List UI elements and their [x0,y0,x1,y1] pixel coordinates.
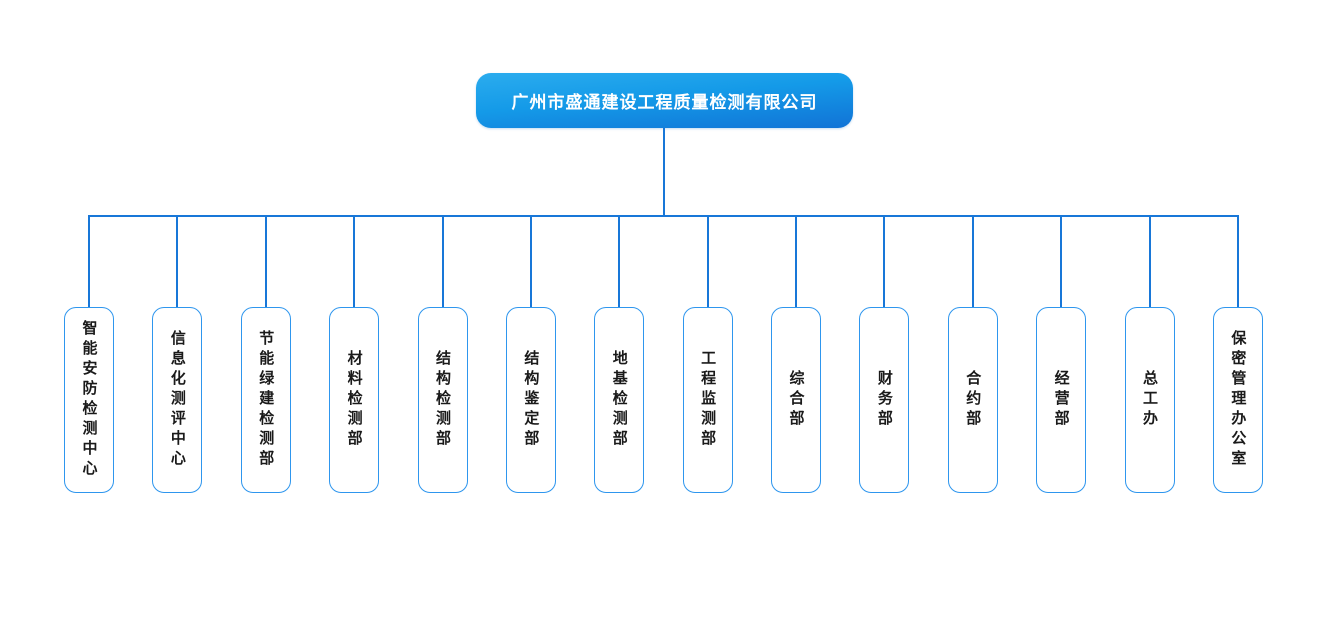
department-node: 合约部 [947,307,998,493]
connector-vertical-line [795,215,797,307]
connector-vertical-line [264,215,267,307]
department-name: 信息化测评中心 [168,330,186,470]
department-name: 智能安防检测中心 [80,320,98,480]
department-node: 结构检测部 [417,307,468,493]
department-name: 地基检测部 [610,350,628,450]
department-node: 节能绿建检测部 [240,307,291,493]
root-connector-line [663,128,665,215]
department-column: 结构鉴定部 [505,215,556,493]
department-node: 工程监测部 [682,307,733,493]
department-name: 合约部 [964,370,982,430]
department-column: 合约部 [947,215,998,493]
department-name: 材料检测部 [345,350,363,450]
department-column: 地基检测部 [594,215,645,493]
connector-vertical-line [1236,215,1239,307]
department-name: 保密管理办公室 [1229,330,1247,470]
department-column: 财务部 [859,215,910,493]
department-column: 保密管理办公室 [1212,215,1263,493]
department-node: 总工办 [1124,307,1175,493]
department-name: 结构鉴定部 [522,350,540,450]
connector-vertical-line [883,215,886,307]
department-node: 保密管理办公室 [1212,307,1263,493]
connector-vertical-line [618,215,621,307]
connector-vertical-line [88,215,90,307]
department-column: 工程监测部 [682,215,733,493]
department-name: 总工办 [1141,370,1158,430]
connector-vertical-line [1060,215,1063,307]
department-column: 经营部 [1036,215,1087,493]
connector-vertical-line [706,215,709,307]
horizontal-rail-line [88,215,1239,217]
department-column: 智能安防检测中心 [64,215,114,493]
department-name: 经营部 [1052,370,1070,430]
department-node: 财务部 [859,307,910,493]
connector-vertical-line [971,215,974,307]
connector-vertical-line [529,215,532,307]
department-column: 总工办 [1124,215,1175,493]
department-name: 节能绿建检测部 [257,330,275,470]
department-name: 结构检测部 [434,350,451,450]
connector-vertical-line [1148,215,1151,307]
department-columns: 智能安防检测中心 信息化测评中心 节能绿建检测部 材料检测部 结构检测部 [64,215,1263,493]
department-column: 材料检测部 [329,215,380,493]
department-node: 经营部 [1036,307,1087,493]
department-node: 材料检测部 [329,307,380,493]
department-column: 节能绿建检测部 [240,215,291,493]
department-column: 信息化测评中心 [152,215,203,493]
department-name: 财务部 [875,370,893,430]
department-column: 综合部 [771,215,821,493]
connector-vertical-line [176,215,179,307]
department-node: 智能安防检测中心 [64,307,114,493]
department-node: 综合部 [771,307,821,493]
company-root-node: 广州市盛通建设工程质量检测有限公司 [476,73,853,128]
department-name: 工程监测部 [699,350,717,450]
department-node: 结构鉴定部 [505,307,556,493]
department-node: 信息化测评中心 [152,307,203,493]
department-name: 综合部 [787,370,805,430]
connector-vertical-line [353,215,356,307]
connector-vertical-line [441,215,444,307]
department-node: 地基检测部 [594,307,645,493]
department-column: 结构检测部 [417,215,468,493]
company-name: 广州市盛通建设工程质量检测有限公司 [511,93,818,112]
